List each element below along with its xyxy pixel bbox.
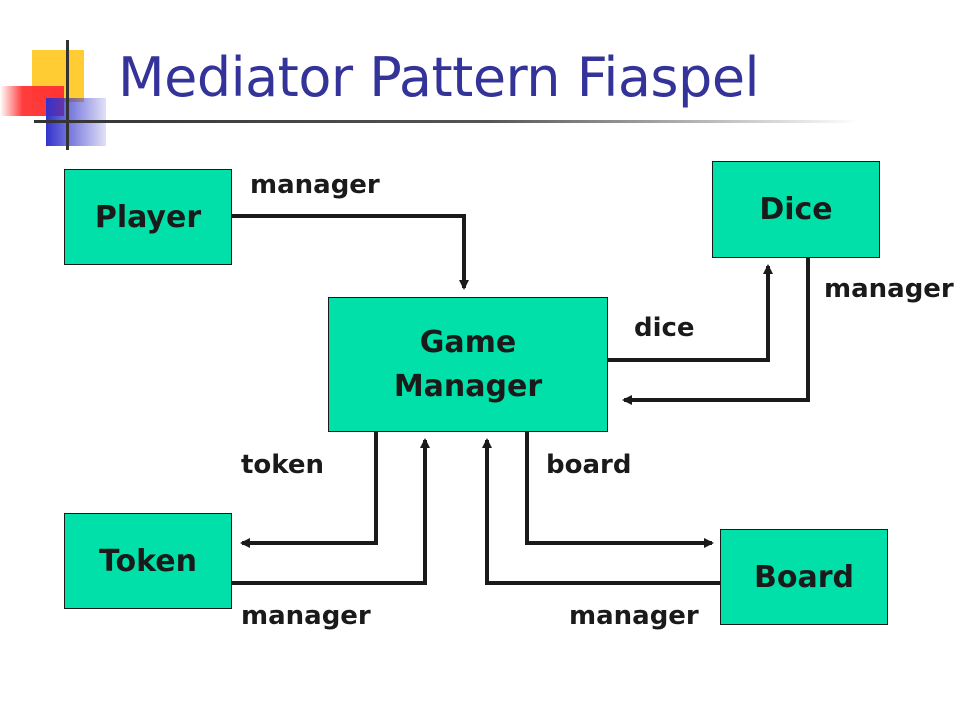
board-box: Board	[720, 529, 888, 625]
edge-dice-to-manager	[622, 258, 810, 405]
edge-board-to-manager	[482, 438, 720, 585]
game-manager-box: Game Manager	[328, 297, 608, 432]
edge-label-player-manager: manager	[250, 170, 380, 200]
edge-token-to-manager	[232, 438, 430, 585]
dice-box: Dice	[712, 161, 880, 258]
game-manager-label-line2: Manager	[393, 368, 543, 404]
board-label: Board	[754, 559, 854, 595]
title-rule	[34, 120, 860, 123]
edge-manager-to-dice	[608, 264, 773, 362]
edge-label-dice: dice	[634, 313, 695, 343]
edge-label-token: token	[241, 450, 325, 480]
edge-manager-to-token	[240, 432, 378, 548]
edge-label-board: board	[546, 450, 632, 480]
edge-manager-to-board	[525, 432, 714, 548]
logo-vertical-rule	[66, 40, 69, 150]
game-manager-label-line1: Game	[419, 324, 517, 360]
edge-player-to-manager	[232, 214, 469, 290]
slide-title: Mediator Pattern Fiaspel	[118, 46, 760, 109]
player-label: Player	[94, 199, 202, 235]
token-label: Token	[99, 543, 197, 579]
token-box: Token	[64, 513, 232, 609]
edge-label-token-manager: manager	[241, 601, 371, 631]
edge-label-board-manager: manager	[569, 601, 699, 631]
dice-label: Dice	[759, 192, 833, 227]
player-box: Player	[64, 169, 232, 265]
edge-label-dice-manager: manager	[824, 274, 954, 304]
